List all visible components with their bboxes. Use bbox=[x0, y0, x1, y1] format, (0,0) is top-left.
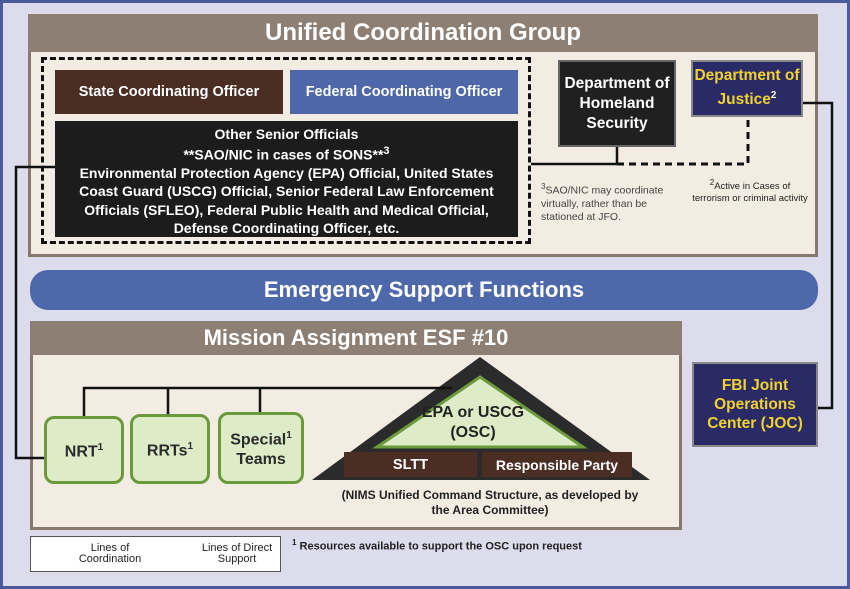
mission-assignment-title: Mission Assignment ESF #10 bbox=[30, 321, 682, 355]
emergency-support-functions-bar: Emergency Support Functions bbox=[30, 270, 818, 310]
responsible-party-bar bbox=[482, 452, 632, 477]
doj-box: Department of Justice2 bbox=[691, 60, 803, 117]
legend-box: Lines of Coordination Lines of Direct Su… bbox=[30, 536, 281, 572]
rrts-box: RRTs1 bbox=[130, 414, 210, 484]
left-support-line bbox=[14, 165, 55, 460]
doj-fbi-line bbox=[803, 101, 834, 410]
dhs-line bbox=[531, 147, 619, 166]
ucg-title: Unified Coordination Group bbox=[28, 14, 818, 52]
fbi-joc-box: FBI Joint Operations Center (JOC) bbox=[692, 362, 818, 447]
epa-osc-label: EPA or USCG (OSC) bbox=[421, 404, 525, 441]
officials-list: Environmental Protection Agency (EPA) Of… bbox=[79, 164, 494, 237]
legend-coordination-label: Lines of Coordination bbox=[78, 542, 142, 565]
command-triangle-inner bbox=[372, 375, 588, 449]
doj-dashed-line bbox=[617, 117, 750, 166]
doj-footnote: 2Active in Cases of terrorism or crimina… bbox=[692, 178, 808, 205]
sltt-label: SLTT bbox=[392, 457, 429, 473]
nrt-box: NRT1 bbox=[44, 416, 124, 484]
legend-direct-support-label: Lines of Direct Support bbox=[201, 542, 273, 565]
sao-nic-line: **SAO/NIC in cases of SONS**3 bbox=[183, 145, 390, 163]
coordination-dashed-box bbox=[41, 57, 531, 244]
federal-coordinating-officer-box: Federal Coordinating Officer bbox=[290, 70, 518, 114]
nims-caption: (NIMS Unified Command Structure, as deve… bbox=[341, 488, 639, 517]
resources-footnote: 1 Resources available to support the OSC… bbox=[292, 538, 582, 553]
dhs-box: Department of Homeland Security bbox=[558, 60, 676, 147]
sao-footnote: 3SAO/NIC may coordinate virtually, rathe… bbox=[541, 182, 664, 223]
sltt-bar bbox=[344, 452, 477, 477]
team-tree-line bbox=[82, 386, 452, 416]
state-coordinating-officer-box: State Coordinating Officer bbox=[55, 70, 283, 114]
other-officials-title: Other Senior Officials bbox=[214, 126, 359, 142]
responsible-party-label: Responsible Party bbox=[495, 457, 619, 473]
other-senior-officials-box: Other Senior Officials **SAO/NIC in case… bbox=[55, 121, 518, 237]
